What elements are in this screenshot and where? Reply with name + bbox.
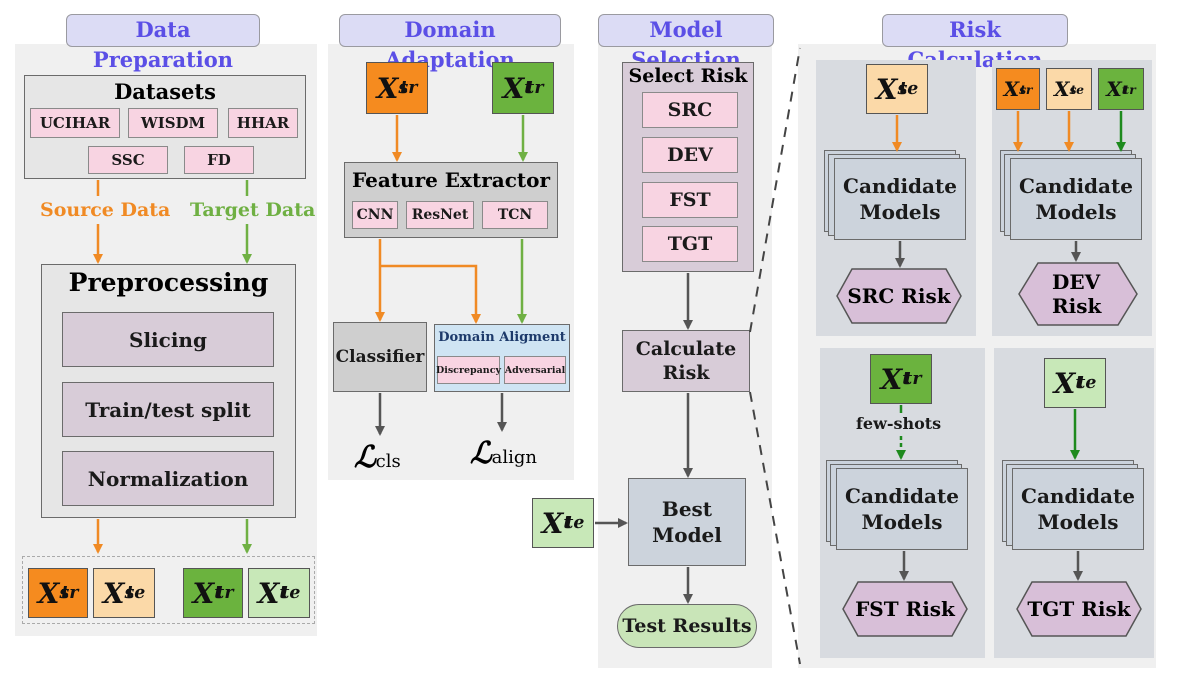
domain-adaptation-panel [328, 44, 574, 480]
fst-risk-hexagon: FST Risk [842, 581, 968, 637]
calculate-risk-box: Calculate Risk [622, 330, 750, 392]
loss-cls: ℒcls [354, 440, 401, 475]
dataset-hhar: HHAR [228, 108, 298, 138]
extractor-to-classifier-orange [375, 239, 481, 324]
dev-risk-hexagon-shape [1018, 262, 1138, 326]
data-preparation-header: Data Preparation [66, 14, 260, 72]
backbone-resnet: ResNet [406, 201, 474, 229]
fst-candidate-models: Candidate Models [836, 468, 968, 550]
risk-option-dev: DEV [642, 137, 738, 173]
fst-risk-label: FST Risk [855, 597, 955, 621]
loss-cls-subscript: cls [375, 451, 401, 472]
tgt-candidate-models: Candidate Models [1012, 468, 1144, 550]
dataset-fd: FD [184, 146, 254, 174]
src-risk-label: SRC Risk [847, 284, 951, 308]
alignment-discrepancy: Discrepancy [436, 356, 501, 384]
preprocessing-title: Preprocessing [68, 268, 269, 297]
step-train-test-split: Train/test split [62, 382, 274, 437]
risk-option-tgt: TGT [642, 226, 738, 262]
feature-extractor-title: Feature Extractor [352, 168, 550, 192]
target-data-label: Target Data [190, 199, 316, 221]
fst-risk-hexagon-shape [842, 581, 968, 637]
src-risk-hexagon-shape [836, 268, 962, 324]
dev-candidate-models: Candidate Models [1010, 158, 1142, 240]
dataset-ssc: SSC [88, 146, 168, 174]
dataset-wisdm: WISDM [128, 108, 218, 138]
best-model-box: Best Model [628, 478, 746, 566]
zoom-line-bottom [749, 391, 801, 665]
datasets-title: Datasets [114, 79, 216, 104]
loss-align-subscript: align [491, 447, 537, 468]
alignment-adversarial: Adversarial [504, 356, 566, 384]
zoom-line-top [749, 47, 801, 333]
loss-align: ℒalign [470, 436, 537, 471]
domain-alignment-title: Domain Aligment [438, 330, 566, 345]
step-slicing: Slicing [62, 312, 274, 367]
risk-option-src: SRC [642, 92, 738, 128]
tgt-risk-hexagon-shape [1016, 581, 1142, 637]
dev-risk-hexagon: DEV Risk [1018, 262, 1138, 326]
tgt-risk-hexagon: TGT Risk [1016, 581, 1142, 637]
test-results-box: Test Results [617, 604, 757, 648]
dev-risk-label: DEV Risk [1052, 270, 1102, 318]
backbone-cnn: CNN [352, 201, 398, 229]
select-risk-title: Select Risk [628, 65, 748, 87]
step-normalization: Normalization [62, 451, 274, 506]
source-data-label: Source Data [40, 199, 171, 221]
risk-option-fst: FST [642, 182, 738, 218]
src-risk-hexagon: SRC Risk [836, 268, 962, 324]
dataset-ucihar: UCIHAR [30, 108, 120, 138]
src-candidate-models: Candidate Models [834, 158, 966, 240]
classifier-box: Classifier [333, 322, 427, 392]
few-shots-label: few-shots [856, 414, 942, 433]
output-data-group [22, 556, 315, 624]
backbone-tcn: TCN [482, 201, 548, 229]
tgt-risk-label: TGT Risk [1027, 597, 1131, 621]
